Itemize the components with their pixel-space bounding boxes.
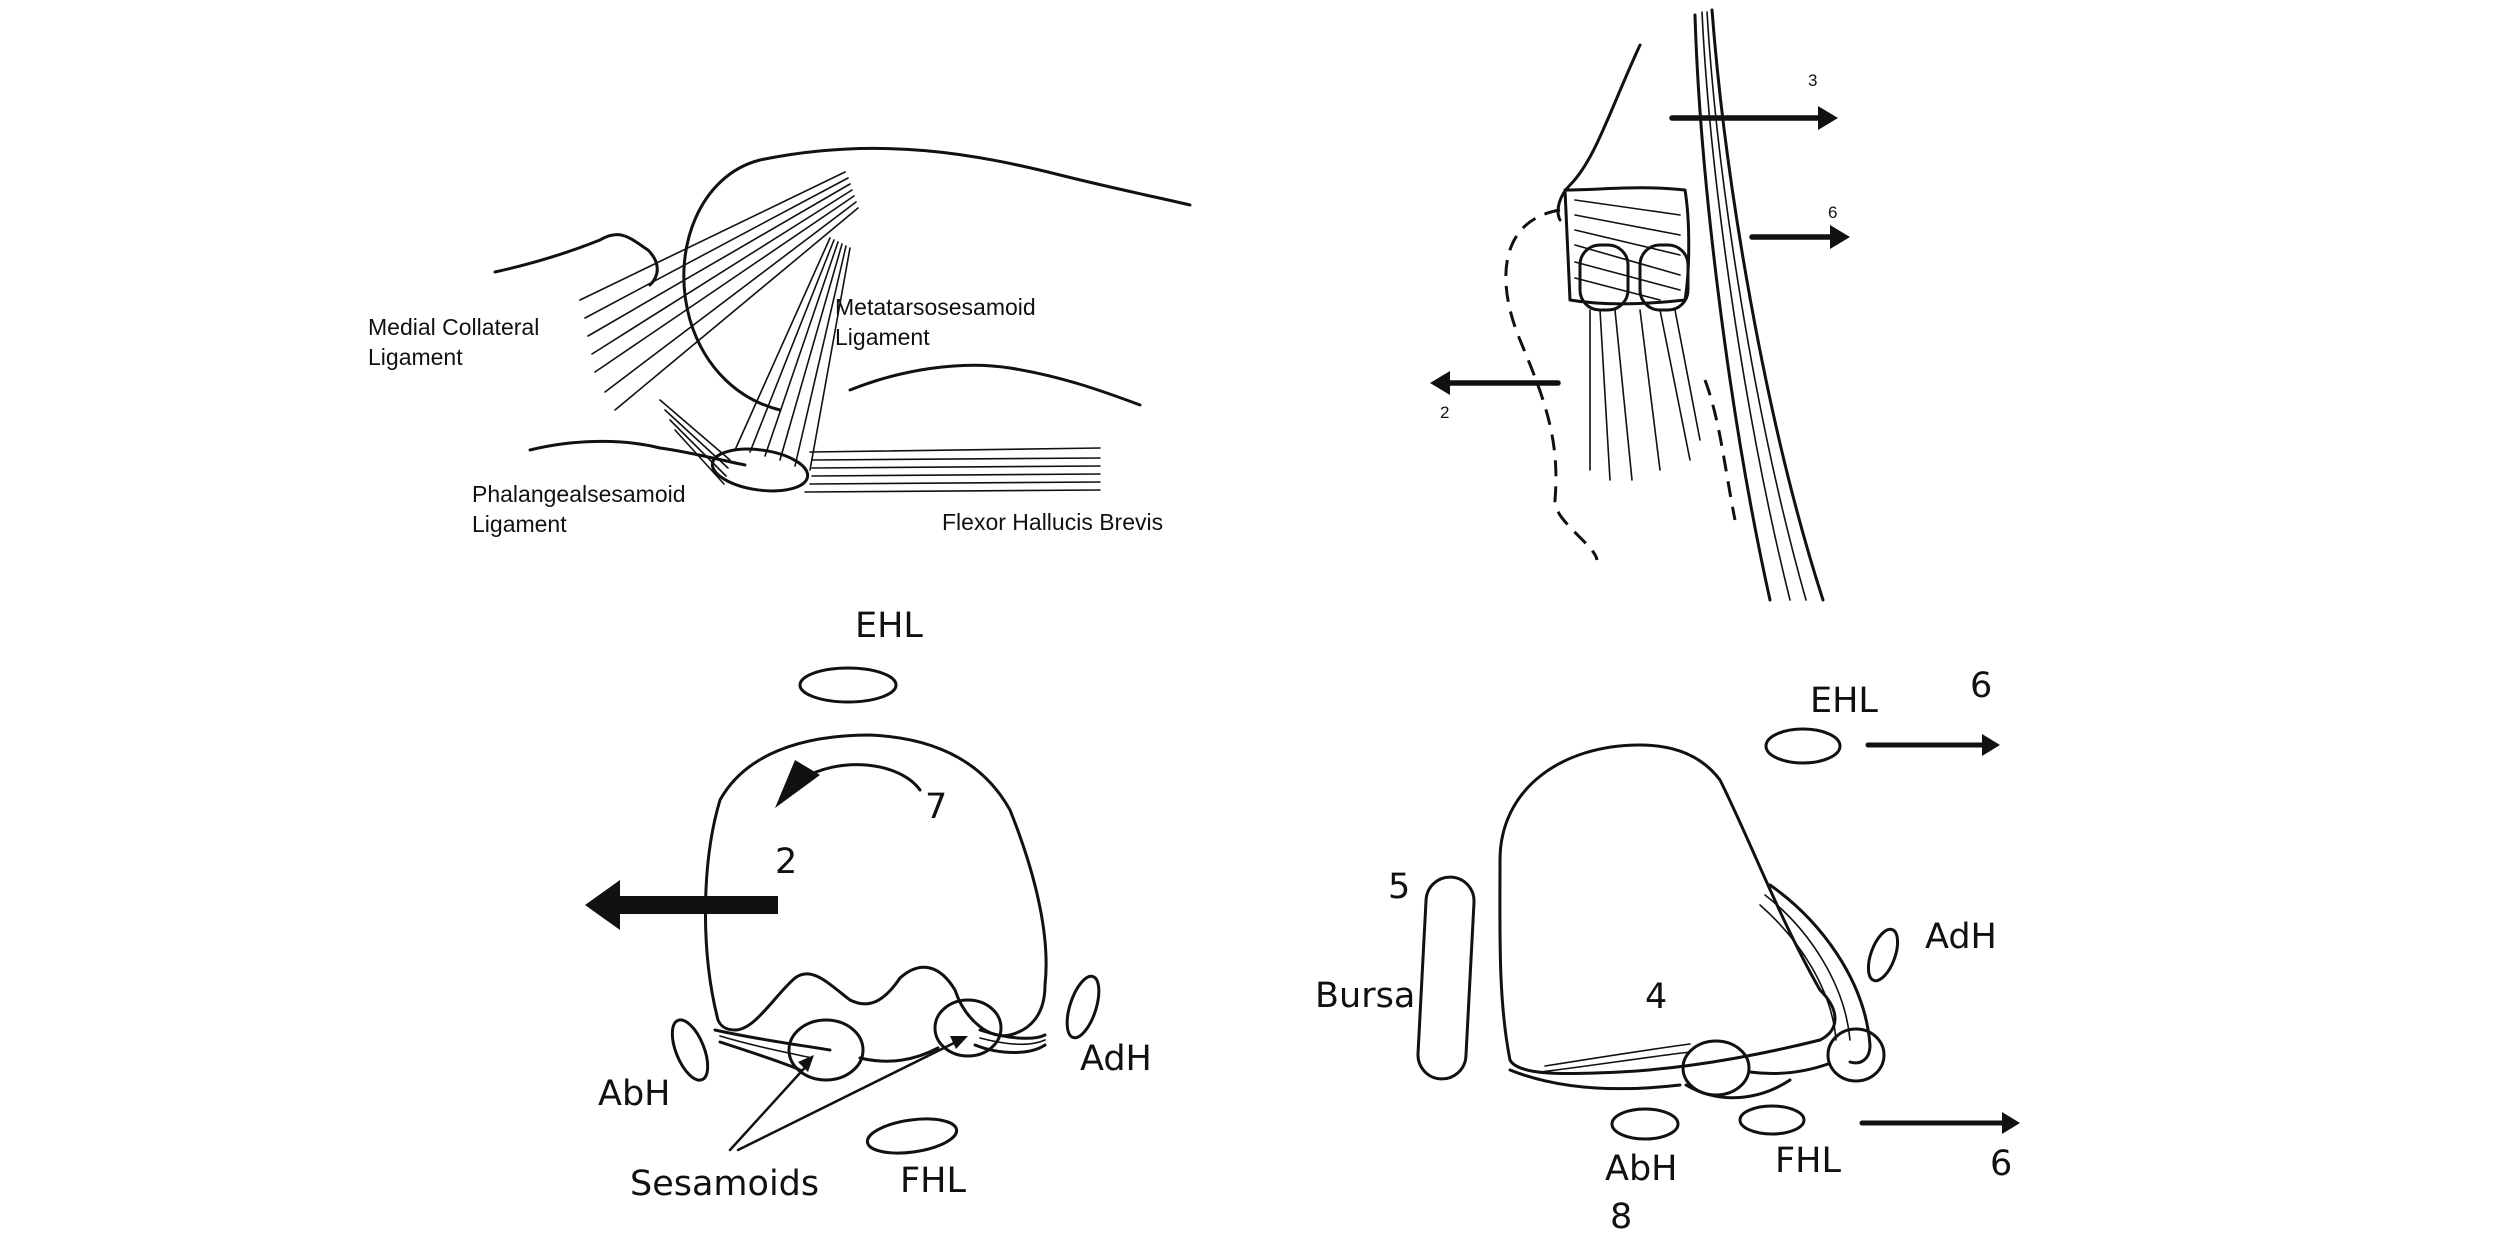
plantar-plate-right — [1508, 1068, 1682, 1091]
adh-tendon — [1065, 974, 1101, 1040]
force-arrow-6 — [1749, 225, 1850, 249]
label-phalangealsesamoid-line1: Phalangealsesamoid — [472, 481, 686, 507]
sesamoid-lateral-section — [933, 998, 1003, 1058]
panel-bottom-right-cross-section: EHL 6 5 Bursa 4 AdH AbH 8 FHL — [1315, 666, 2020, 1237]
sesamoid-pointer-right-head — [950, 1036, 968, 1049]
panel-top-right-force-diagram: 3 6 2 — [1430, 8, 1850, 602]
fhl-tendon-right — [1738, 1104, 1806, 1136]
label-bursa: Bursa — [1315, 976, 1415, 1016]
dashed-phalanx-outline — [1504, 208, 1599, 561]
tendon-left-edge — [1693, 13, 1772, 602]
sesamoid-lateral-right — [1826, 1027, 1886, 1083]
sesamoid-pointer-left-head — [798, 1055, 814, 1072]
plantar-plate-upper — [713, 1028, 1047, 1052]
label-ehl-arrow-6: 6 — [1970, 666, 1992, 706]
plantar-plate-fiber — [719, 1035, 813, 1059]
label-abh-right: AbH — [1605, 1149, 1677, 1189]
label-rotation-7: 7 — [925, 787, 947, 827]
fhl-tendon — [865, 1117, 959, 1155]
abh-tendon-right — [1610, 1107, 1680, 1141]
lateral-band-fiber — [1759, 904, 1837, 1041]
lateral-band-fiber — [1764, 894, 1851, 1041]
intersesamoid-ligament — [858, 1046, 940, 1063]
force-arrow-2 — [1430, 371, 1561, 395]
sesamoid-pointer-left — [728, 1060, 812, 1152]
force-arrow-3 — [1669, 106, 1838, 130]
label-adh-right: AdH — [1925, 917, 1997, 957]
ehl-tendon — [798, 666, 898, 704]
plantar-plate-fiber — [979, 1037, 1046, 1046]
panel-top-left-ligament-diagram: Medial Collateral Ligament Metatarsosesa… — [368, 146, 1192, 537]
phalanx-outline — [493, 233, 659, 287]
dashed-metatarsal-outline — [1703, 379, 1737, 521]
sesamoid-lateral — [1638, 243, 1690, 312]
label-medial-collateral-line2: Ligament — [368, 344, 463, 370]
lateral-band-outer — [1768, 883, 1872, 1065]
abh-tendon — [670, 1018, 710, 1082]
label-fhl-arrow-6: 6 — [1990, 1144, 2012, 1184]
tendon-right-edge — [1710, 8, 1825, 602]
label-fhl: FHL — [900, 1161, 966, 1201]
label-abh-8: 8 — [1610, 1197, 1632, 1237]
panel-bottom-left-cross-section: EHL 7 2 AbH AdH FHL Sesamoids — [585, 606, 1152, 1204]
label-medial-collateral-line1: Medial Collateral — [368, 314, 539, 340]
metatarsal-head — [703, 733, 1048, 1038]
sesamoid-sling-right — [1684, 1078, 1792, 1100]
intersesamoid-ligament-right — [1748, 1062, 1830, 1076]
label-adh: AdH — [1080, 1039, 1152, 1079]
plantar-plate-lower — [718, 1040, 1047, 1072]
ehl-tendon-right — [1764, 727, 1842, 765]
arrow-label-3: 3 — [1808, 71, 1817, 90]
bursa — [1416, 875, 1476, 1081]
tendon-fiber — [1706, 11, 1807, 601]
sesamoid-pointer-right — [736, 1038, 962, 1152]
metatarsal-outline — [758, 146, 1192, 207]
label-phalangealsesamoid-line2: Ligament — [472, 511, 567, 537]
sesamoid-medial-right — [1681, 1039, 1751, 1097]
metatarsal-head-right — [1498, 743, 1837, 1076]
rotation-arrow-arc — [798, 763, 922, 792]
rotation-arrow-head — [775, 760, 820, 808]
sesamoid-medial — [1578, 243, 1630, 312]
adh-tendon-right — [1866, 927, 1900, 983]
metatarsal-head-outline — [682, 158, 782, 412]
flexor-fibers-dorsal — [1589, 309, 1701, 481]
sesamoid-medial-section — [787, 1018, 865, 1082]
label-metatarsosesamoid-line1: Metatarsosesamoid — [835, 294, 1036, 320]
metatarsosesamoid-ligament-fibers — [734, 237, 851, 471]
label-abh: AbH — [598, 1074, 670, 1114]
fhl-arrow-head — [2002, 1112, 2020, 1134]
arrow-label-2: 2 — [1440, 403, 1449, 422]
label-sesamoids: Sesamoids — [630, 1164, 819, 1204]
joint-capsule — [1563, 186, 1691, 306]
tendon-fiber — [1701, 11, 1791, 601]
plantar-fiber-right — [1539, 1051, 1691, 1073]
phalangealsesamoid-ligament-fibers — [659, 399, 731, 485]
medial-collateral-ligament-fibers — [579, 171, 859, 411]
sesamoid-bone — [710, 447, 810, 493]
label-shift-2: 2 — [775, 842, 797, 882]
label-head-4: 4 — [1645, 977, 1667, 1017]
label-bursa-5: 5 — [1388, 867, 1410, 907]
metatarsal-outline-dorsal — [1556, 43, 1642, 222]
label-flexor-hallucis-brevis: Flexor Hallucis Brevis — [942, 509, 1163, 535]
ehl-arrow-head — [1982, 734, 2000, 756]
label-ehl: EHL — [855, 606, 923, 646]
flexor-hallucis-brevis-fibers — [804, 447, 1101, 493]
label-fhl-right: FHL — [1775, 1141, 1841, 1181]
plantar-fiber-right — [1544, 1043, 1691, 1067]
label-ehl-right: EHL — [1810, 681, 1878, 721]
metatarsal-underside — [848, 363, 1142, 407]
shift-arrow-head — [585, 880, 620, 930]
label-metatarsosesamoid-line2: Ligament — [835, 324, 930, 350]
arrow-label-6: 6 — [1828, 203, 1837, 222]
